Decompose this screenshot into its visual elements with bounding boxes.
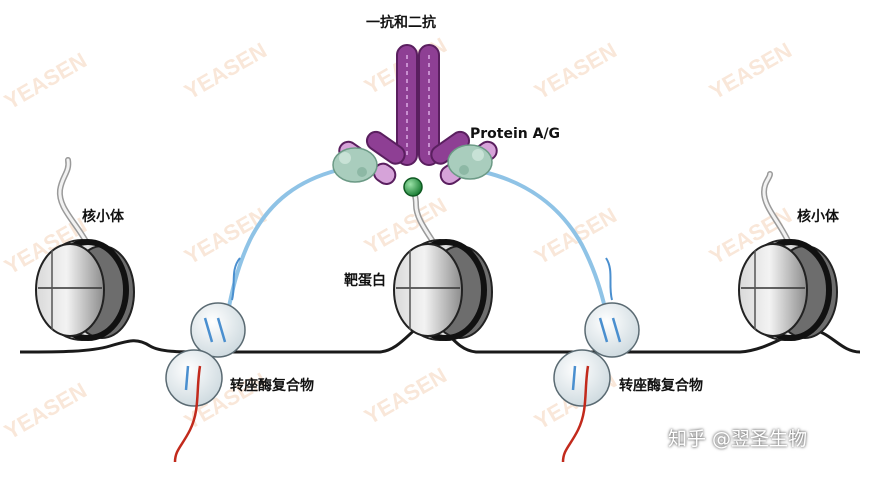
histone-tail-left-inner xyxy=(58,158,90,247)
histone-tail-right-inner xyxy=(762,172,792,247)
label-transposome-left: 转座酶复合物 xyxy=(230,378,314,394)
watermark: YEASEN xyxy=(0,377,91,444)
nucleosome-right xyxy=(738,239,838,341)
protein-ag-right xyxy=(447,144,493,180)
linker-right xyxy=(482,170,608,314)
label-antibody: 一抗和二抗 xyxy=(366,15,436,31)
watermark: YEASEN xyxy=(180,202,271,269)
label-target-protein: 靶蛋白 xyxy=(344,273,386,289)
nucleosome-left xyxy=(35,239,135,341)
credit-text: 知乎 @翌圣生物 xyxy=(668,428,808,450)
nucleosome-center xyxy=(393,239,493,341)
transposome-right xyxy=(553,257,640,463)
linker-left xyxy=(226,168,340,314)
watermark: YEASEN xyxy=(530,37,621,104)
watermark: YEASEN xyxy=(705,37,796,104)
watermark: YEASEN xyxy=(0,47,91,114)
label-protein-ag: Protein A/G xyxy=(470,126,561,142)
watermark: YEASEN xyxy=(180,37,271,104)
watermark: YEASEN xyxy=(360,362,451,429)
target-bead xyxy=(403,177,423,197)
label-nucleosome-left: 核小体 xyxy=(82,209,124,225)
protein-ag-left xyxy=(332,147,378,183)
label-transposome-right: 转座酶复合物 xyxy=(619,378,703,394)
label-nucleosome-right: 核小体 xyxy=(797,209,839,225)
transposome-left xyxy=(165,257,246,463)
